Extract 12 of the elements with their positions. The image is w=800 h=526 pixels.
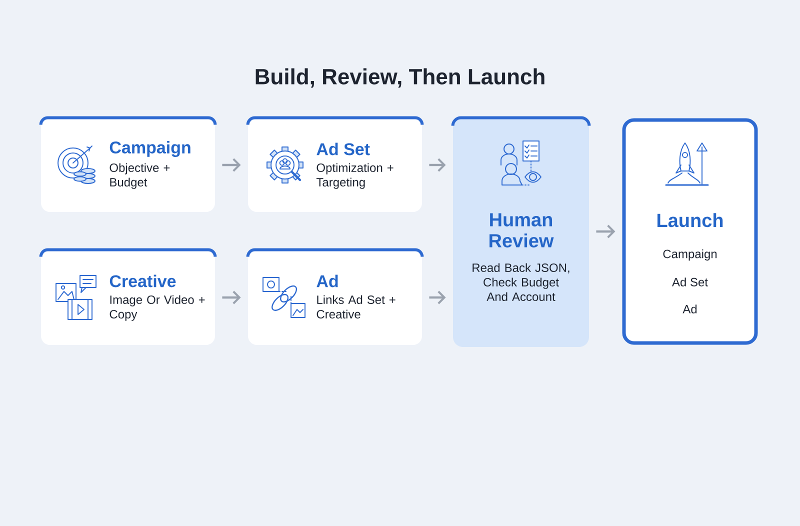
process-card: Ad Set Optimization + Targeting — [246, 116, 424, 212]
process-card: Campaign Objective + Budget — [39, 116, 217, 212]
title: Build, Review, Then Launch — [256, 68, 544, 88]
arrow — [596, 224, 616, 238]
process-card: Human Review Read Back JSON, Check Budget And Account — [451, 116, 591, 347]
arrow — [429, 290, 446, 304]
arrow — [222, 158, 241, 172]
process-card: Creative Image Or Video + Copy — [39, 248, 217, 345]
process-card: Launch Campaign Ad Set Ad — [622, 118, 758, 345]
arrow — [222, 290, 241, 304]
arrow — [429, 158, 446, 172]
process-card: Ad Links Ad Set + Creative — [246, 248, 424, 345]
